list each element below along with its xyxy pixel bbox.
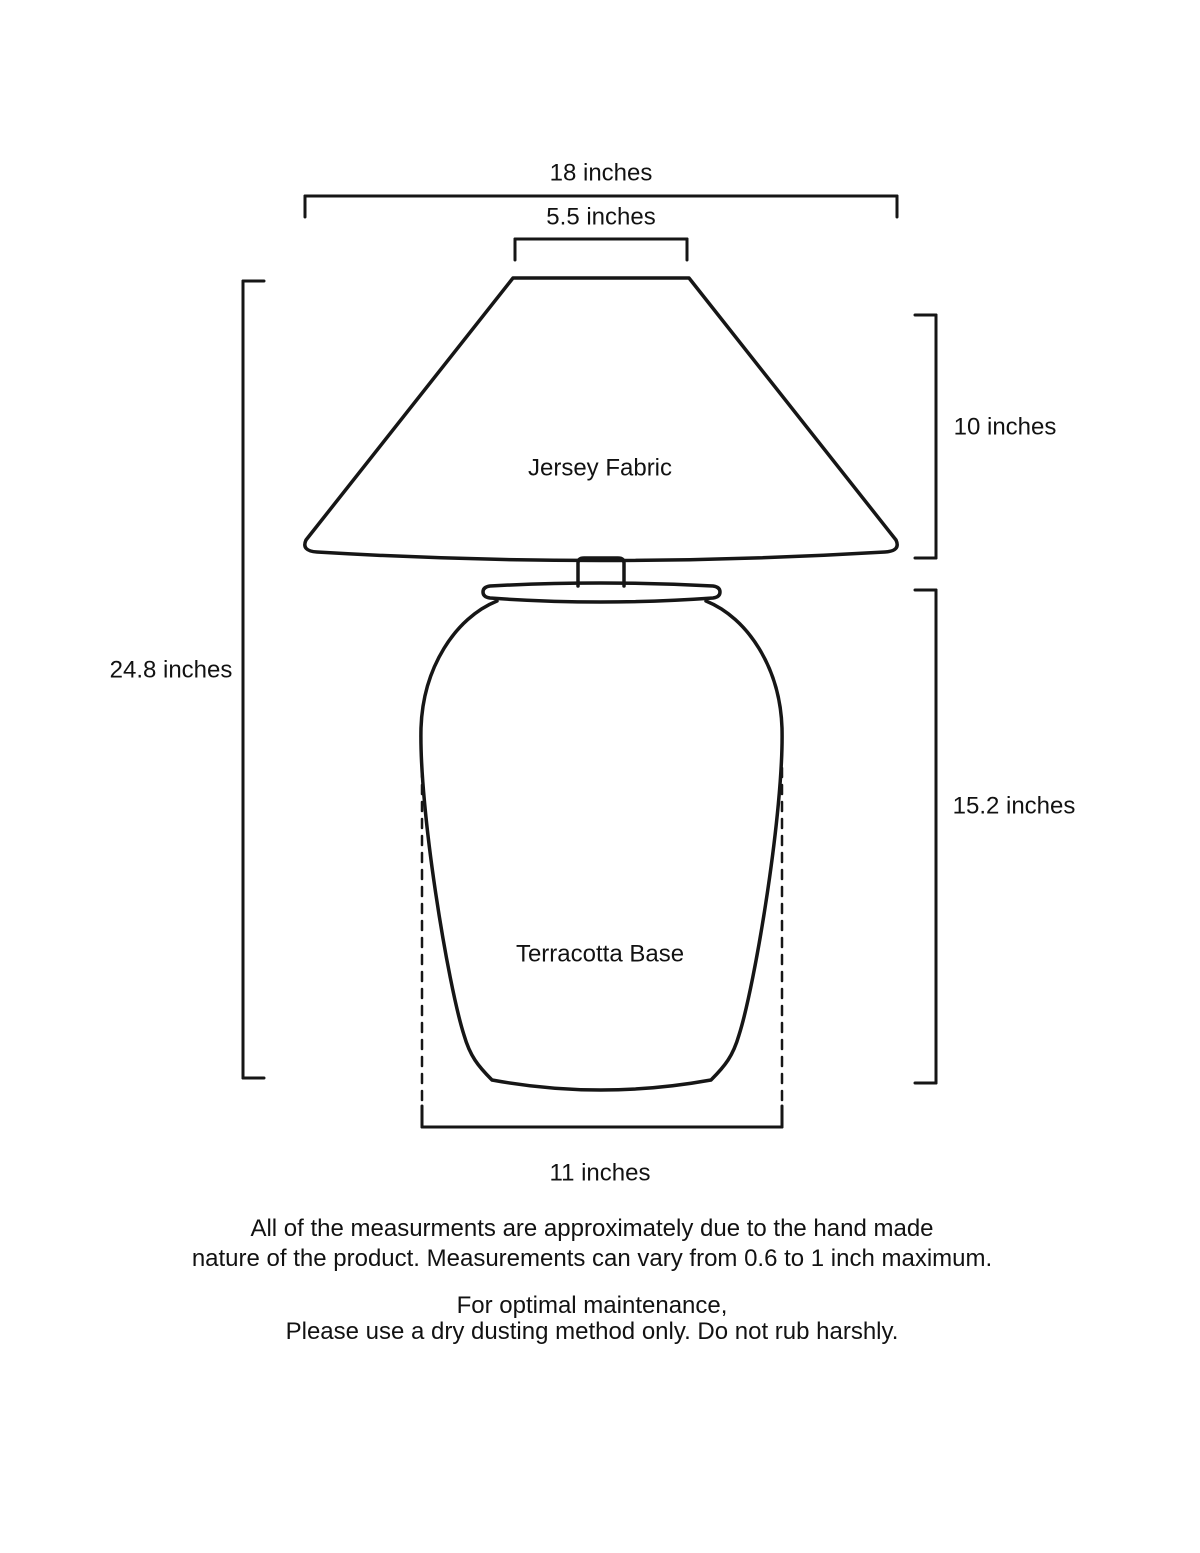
dimension-label-base-width: 11 inches xyxy=(549,1159,651,1187)
dimension-label-shade-bottom-width: 18 inches xyxy=(549,159,653,187)
shade-material-label: Jersey Fabric xyxy=(527,454,673,482)
dimension-bracket-11in xyxy=(420,1104,784,1129)
measurement-note-line1: All of the measurments are approximately… xyxy=(250,1215,934,1242)
dimension-bracket-10in xyxy=(913,313,938,560)
dashed-extension-lines xyxy=(420,766,784,1124)
neck-outline xyxy=(576,556,626,588)
dimension-label-total-height: 24.8 inches xyxy=(109,656,233,684)
dimension-label-shade-top-width: 5.5 inches xyxy=(546,203,656,231)
dimension-label-base-height: 15.2 inches xyxy=(952,792,1076,820)
dimension-label-shade-height: 10 inches xyxy=(953,413,1057,441)
dimension-bracket-24-8in xyxy=(241,279,266,1080)
base-outline xyxy=(419,599,784,1092)
dimension-bracket-18in xyxy=(303,194,899,219)
dimension-bracket-15-2in xyxy=(913,588,938,1085)
shade-outline xyxy=(303,276,899,563)
measurement-note-line2: nature of the product. Measurements can … xyxy=(191,1245,993,1272)
base-material-label: Terracotta Base xyxy=(515,940,685,968)
maintenance-note-line1: For optimal maintenance, xyxy=(456,1292,728,1319)
maintenance-note-line2: Please use a dry dusting method only. Do… xyxy=(285,1318,899,1345)
base-rim-outline xyxy=(481,581,722,604)
dimension-bracket-5-5in xyxy=(513,237,689,262)
